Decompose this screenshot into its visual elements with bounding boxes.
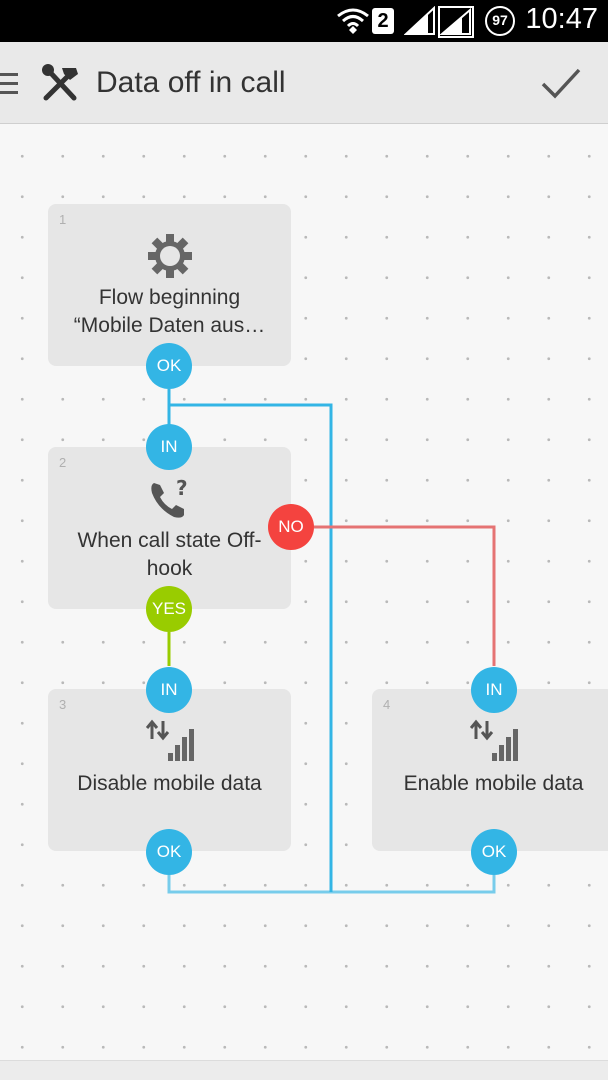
block-label: Disable mobile data — [77, 772, 262, 795]
mobile-data-icon — [469, 719, 518, 761]
wire-ok-trunk — [169, 403, 333, 892]
block-label: Enable mobile data — [403, 772, 584, 795]
action-bar: Data off in call — [0, 42, 608, 124]
port-block3-in[interactable]: IN — [146, 667, 192, 713]
block-number: 1 — [59, 212, 67, 227]
phone-question-icon: ? — [150, 477, 188, 518]
wire-no — [314, 525, 496, 666]
signal-icon — [404, 6, 435, 35]
port-block4-in[interactable]: IN — [471, 667, 517, 713]
port-block4-ok[interactable]: OK — [471, 829, 517, 875]
battery-badge: 97 — [485, 6, 515, 36]
drawer-menu-icon[interactable] — [0, 70, 20, 98]
port-block2-in[interactable]: IN — [146, 424, 192, 470]
flow-block-disable-data[interactable]: 3 Disable mobile data — [48, 689, 291, 851]
tools-icon — [42, 64, 78, 101]
flow-block-enable-data[interactable]: 4 Enable mobile data — [372, 689, 608, 851]
block-number: 2 — [59, 455, 67, 470]
confirm-check-icon[interactable] — [540, 66, 582, 100]
block-number: 4 — [383, 697, 391, 712]
flow-block-call-state[interactable]: 2 ? When call state Off- hook — [48, 447, 291, 609]
svg-text:?: ? — [176, 477, 188, 500]
mobile-data-icon — [145, 719, 194, 761]
bottom-strip — [0, 1060, 608, 1080]
signal-icon-secondary — [438, 6, 474, 38]
port-block3-ok[interactable]: OK — [146, 829, 192, 875]
status-bar: 2 97 10:47 — [0, 0, 608, 42]
block-label: Flow beginning “Mobile Daten aus… — [73, 286, 266, 337]
block-label: When call state Off- hook — [77, 529, 262, 580]
page-title: Data off in call — [96, 66, 286, 99]
port-block2-yes[interactable]: YES — [146, 586, 192, 632]
sim-badge: 2 — [372, 8, 394, 34]
port-block2-no[interactable]: NO — [268, 504, 314, 550]
block-number: 3 — [59, 697, 67, 712]
wire-ok-bottom — [167, 875, 496, 894]
status-time: 10:47 — [525, 3, 598, 35]
port-block1-ok[interactable]: OK — [146, 343, 192, 389]
gear-icon — [147, 234, 192, 278]
wifi-icon — [337, 8, 369, 34]
flow-block-beginning[interactable]: 1 Flow beginning “Mobile Daten aus… — [48, 204, 291, 366]
